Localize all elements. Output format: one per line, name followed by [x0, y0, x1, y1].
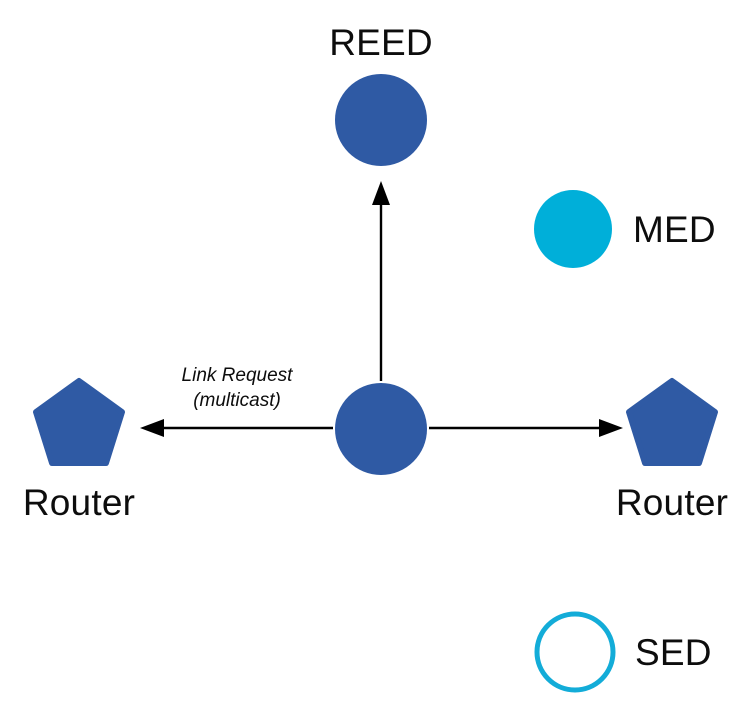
link-request-label-line2: (multicast)	[193, 390, 281, 411]
edge-sender-to-router-left	[140, 419, 333, 437]
arrow-head-right-icon	[599, 419, 623, 437]
arrow-head-left-icon	[140, 419, 164, 437]
med-label: MED	[633, 209, 716, 250]
sender-circle-icon[interactable]	[335, 383, 427, 475]
edge-sender-to-reed	[372, 181, 390, 381]
link-request-label-line1: Link Request	[182, 365, 294, 386]
link-request-label: Link Request (multicast)	[182, 365, 294, 411]
node-sed[interactable]: SED	[534, 611, 712, 693]
node-med[interactable]: MED	[534, 190, 716, 268]
node-sender[interactable]	[335, 383, 427, 475]
arrow-head-up-icon	[372, 181, 390, 205]
sed-circle-outline-icon[interactable]	[534, 611, 616, 693]
med-circle-icon[interactable]	[534, 190, 612, 268]
router-right-label: Router	[616, 482, 728, 523]
edge-sender-to-router-right	[429, 419, 623, 437]
edge-group	[140, 181, 623, 437]
sed-label: SED	[635, 632, 712, 673]
reed-circle-icon[interactable]	[335, 74, 427, 166]
node-router-left[interactable]: Router	[23, 378, 135, 523]
router-left-label: Router	[23, 482, 135, 523]
node-router-right[interactable]: Router	[616, 378, 728, 523]
reed-label: REED	[329, 22, 433, 63]
router-right-pentagon-icon[interactable]	[626, 378, 718, 466]
node-reed[interactable]: REED	[329, 22, 433, 166]
router-left-pentagon-icon[interactable]	[33, 378, 125, 466]
